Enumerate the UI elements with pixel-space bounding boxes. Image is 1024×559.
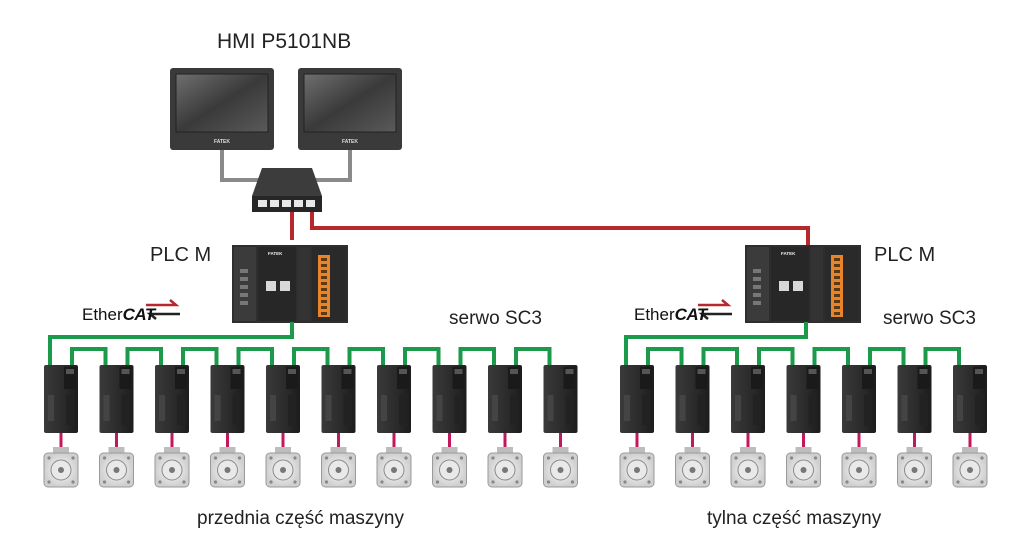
servo-drive xyxy=(43,365,79,488)
hmi-panel-right: FATEK xyxy=(298,68,402,150)
plc-left: FATEK xyxy=(232,245,348,323)
servo-motor xyxy=(619,447,655,488)
servo-drive xyxy=(376,365,412,488)
servo-motor xyxy=(543,447,578,488)
plc-label-right: PLC M xyxy=(874,244,936,266)
servo-motor xyxy=(487,447,523,488)
ethercat-bus-rear xyxy=(624,322,961,365)
hmi-brand-right: FATEK xyxy=(342,139,358,145)
ethernet-switch xyxy=(252,168,322,212)
servo-drive xyxy=(841,365,877,488)
servo-drive xyxy=(619,365,655,488)
servo-label-left: serwo SC3 xyxy=(449,308,542,329)
hmi-cables xyxy=(220,148,352,182)
servo-label-right: serwo SC3 xyxy=(883,308,976,329)
plc-brand: FATEK xyxy=(781,251,796,256)
servo-drive xyxy=(543,365,578,488)
ethercat-bus-front xyxy=(48,322,552,365)
ethercat-logo-left: EtherCAT xyxy=(82,305,155,325)
ethercat-logo-bold: CAT xyxy=(122,305,156,324)
ethercat-logo-bold: CAT xyxy=(674,305,708,324)
servo-drive xyxy=(675,365,710,488)
servo-motor xyxy=(43,447,79,488)
section-label-front: przednia część maszyny xyxy=(197,508,404,529)
servo-motor xyxy=(376,447,412,488)
servo-drive xyxy=(265,365,301,488)
servo-motor xyxy=(675,447,710,488)
ethercat-arrows-left xyxy=(146,299,180,320)
servo-drive xyxy=(99,365,134,488)
plc-right: FATEK xyxy=(745,245,861,323)
servo-drive xyxy=(786,365,821,488)
servo-motor xyxy=(730,447,766,488)
hmi-brand-left: FATEK xyxy=(214,139,230,145)
servo-drive xyxy=(952,365,988,488)
servo-drive xyxy=(487,365,523,488)
plc-brand: FATEK xyxy=(268,251,283,256)
servo-motor xyxy=(841,447,877,488)
servo-motor xyxy=(952,447,988,488)
servo-drive xyxy=(321,365,356,488)
servo-motor xyxy=(265,447,301,488)
hmi-panel-left: FATEK xyxy=(170,68,274,150)
diagram-title: HMI P5101NB xyxy=(217,30,352,53)
servo-motor xyxy=(897,447,932,488)
servo-drive xyxy=(730,365,766,488)
servo-motor xyxy=(210,447,245,488)
ethercat-logo-light: Ether xyxy=(82,305,123,324)
servo-group-rear xyxy=(619,365,988,488)
servo-motor xyxy=(321,447,356,488)
servo-group-front xyxy=(43,365,578,488)
ethernet-cables xyxy=(290,210,810,247)
ethercat-logo-right: EtherCAT xyxy=(634,305,707,325)
servo-drive xyxy=(154,365,190,488)
ethercat-logo-light: Ether xyxy=(634,305,675,324)
servo-motor xyxy=(786,447,821,488)
servo-drive xyxy=(432,365,467,488)
ethercat-arrows-right xyxy=(698,299,732,320)
servo-motor xyxy=(99,447,134,488)
section-label-rear: tylna część maszyny xyxy=(707,508,882,529)
servo-drive xyxy=(210,365,245,488)
servo-motor xyxy=(154,447,190,488)
plc-label-left: PLC M xyxy=(150,244,212,266)
servo-motor xyxy=(432,447,467,488)
servo-drive xyxy=(897,365,932,488)
